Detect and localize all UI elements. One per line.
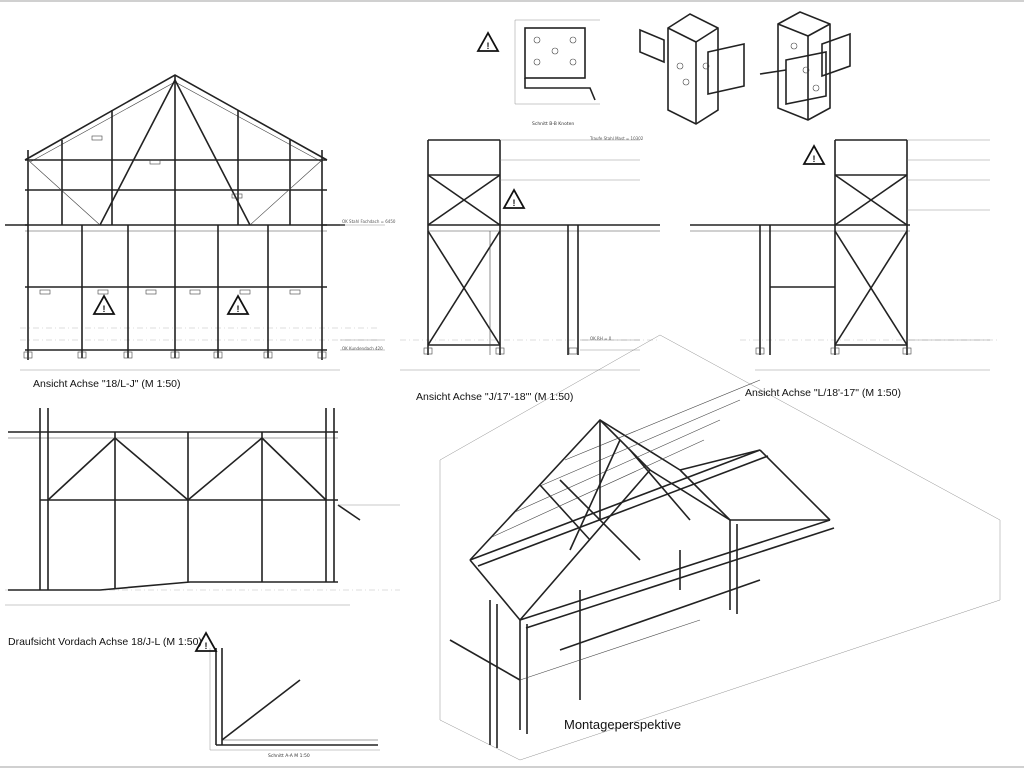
level-traufe: Traufe Stahl Mast = 10302 bbox=[590, 136, 644, 141]
caption-section-a-a: Schnitt A-A M 1:50 bbox=[268, 754, 310, 759]
level-ok-stahl-fachdach: OK Stahl Fachdach = 6450 bbox=[342, 219, 396, 224]
svg-text:!: ! bbox=[513, 198, 516, 208]
view-draufsicht-vordach bbox=[5, 408, 400, 606]
detail-connection-iso-1 bbox=[639, 13, 745, 125]
caption-ansicht-l-18-17: Ansicht Achse "L/18'-17" (M 1:50) bbox=[745, 387, 901, 399]
caption-draufsicht-vordach: Draufsicht Vordach Achse 18/J-L (M 1:50) bbox=[8, 636, 202, 648]
level-ok-rh: OK RH = 0 bbox=[590, 336, 612, 341]
detail-connection-iso-2 bbox=[759, 11, 851, 121]
view-achse-l-18-17 bbox=[690, 139, 1000, 371]
caption-detail-bracket: Schnitt B-B Knoten bbox=[532, 122, 575, 127]
warning-triangle-icon: ! bbox=[226, 294, 250, 315]
caption-ansicht-j-17-18: Ansicht Achse "J/17'-18'" (M 1:50) bbox=[416, 391, 574, 403]
svg-text:!: ! bbox=[103, 304, 106, 314]
view-montageperspektive bbox=[439, 334, 1001, 761]
view-achse-18-l-j bbox=[5, 74, 385, 371]
svg-text:!: ! bbox=[237, 304, 240, 314]
svg-text:!: ! bbox=[205, 641, 208, 651]
svg-text:!: ! bbox=[487, 41, 490, 51]
warning-triangle-icon: ! bbox=[92, 294, 116, 315]
view-achse-j-17-18 bbox=[400, 139, 660, 371]
warning-triangle-icon: ! bbox=[502, 188, 526, 209]
warning-triangle-icon: ! bbox=[476, 31, 500, 52]
warning-triangle-icon: ! bbox=[194, 631, 218, 652]
caption-ansicht-18-l-j: Ansicht Achse "18/L-J" (M 1:50) bbox=[33, 378, 181, 390]
svg-text:!: ! bbox=[813, 154, 816, 164]
caption-montageperspektive: Montageperspektive bbox=[564, 717, 682, 732]
detail-bracket bbox=[514, 19, 600, 105]
section-a-a bbox=[209, 648, 380, 751]
warning-triangle-icon: ! bbox=[802, 144, 826, 165]
level-ok-kundendach: OK Kundendach 420 bbox=[342, 346, 383, 351]
